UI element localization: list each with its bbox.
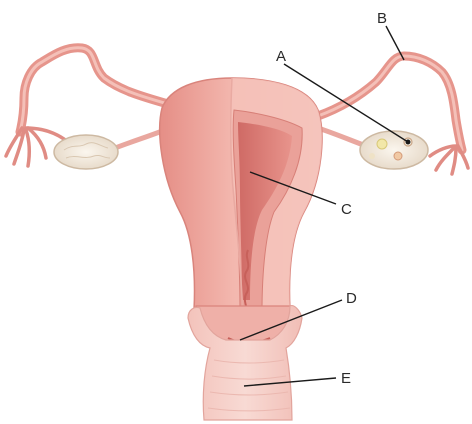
label-a: A xyxy=(276,48,286,65)
left-ovary xyxy=(54,135,118,169)
label-e: E xyxy=(341,370,351,387)
label-c: C xyxy=(341,201,352,218)
right-ovarian-ligament xyxy=(318,128,366,146)
label-d: D xyxy=(346,290,357,307)
left-fallopian-tube-highlight xyxy=(20,48,168,132)
right-ovary xyxy=(360,131,428,169)
pointer-dot-a xyxy=(406,140,411,145)
label-b: B xyxy=(377,10,387,27)
